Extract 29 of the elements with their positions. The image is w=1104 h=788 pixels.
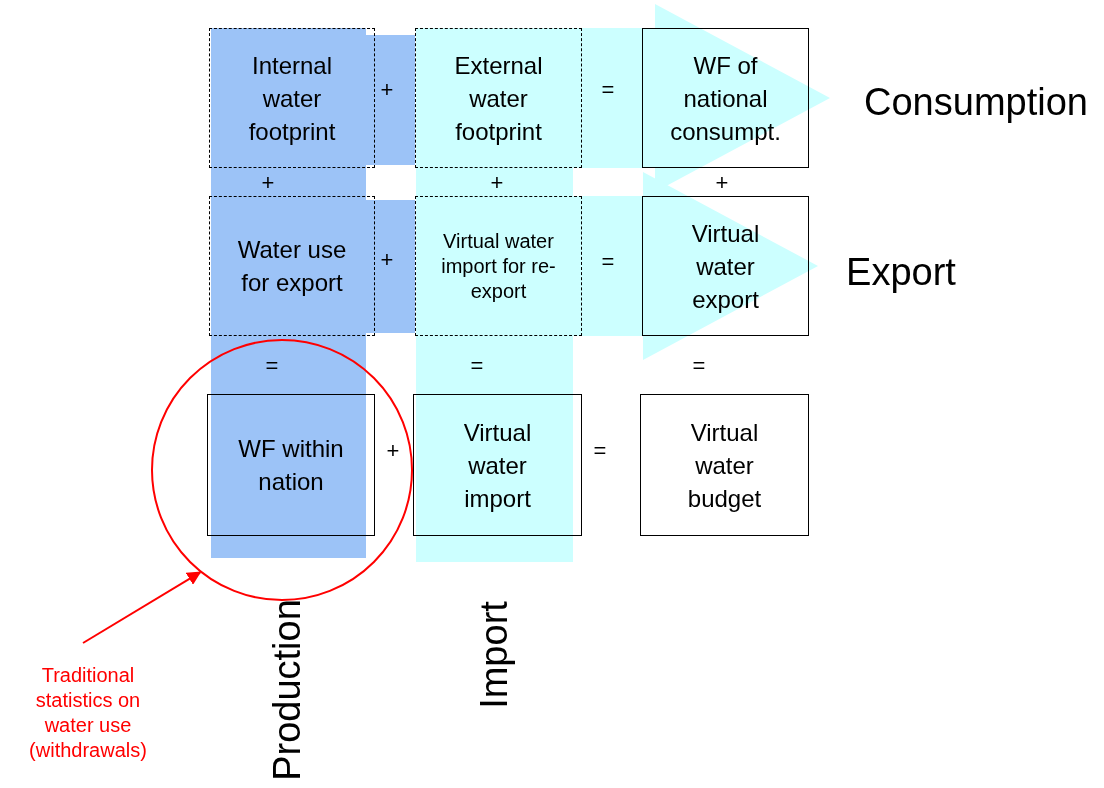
operator-sign: + xyxy=(380,249,394,271)
operator-sign: = xyxy=(593,440,607,462)
highlight-circle xyxy=(151,339,413,601)
matrix-box: Internal water footprint xyxy=(209,28,375,168)
matrix-box: Virtual water export xyxy=(642,196,809,336)
callout-text: Consumption xyxy=(848,78,1104,128)
operator-sign: + xyxy=(386,440,400,462)
matrix-box: WF of national consumpt. xyxy=(642,28,809,168)
operator-sign: = xyxy=(470,355,484,377)
operator-sign: + xyxy=(715,172,729,194)
block-arrow xyxy=(573,172,818,360)
matrix-box: WF within nation xyxy=(207,394,375,536)
matrix-box: Water use for export xyxy=(209,196,375,336)
callout-text: Traditional statistics on water use (withdrawals) xyxy=(18,655,158,770)
leader-arrow xyxy=(82,571,202,644)
operator-sign: + xyxy=(261,172,275,194)
callout-text: Export xyxy=(836,248,966,298)
matrix-box: External water footprint xyxy=(415,28,582,168)
operator-sign: = xyxy=(601,251,615,273)
matrix-box: Virtual water import xyxy=(413,394,582,536)
column-label: Import xyxy=(474,601,513,709)
column-label: Production xyxy=(267,599,306,781)
matrix-box: Virtual water budget xyxy=(640,394,809,536)
operator-sign: + xyxy=(380,79,394,101)
operator-sign: = xyxy=(265,355,279,377)
operator-sign: = xyxy=(601,79,615,101)
operator-sign: = xyxy=(692,355,706,377)
operator-sign: + xyxy=(490,172,504,194)
matrix-box: Virtual water import for re-export xyxy=(415,196,582,336)
